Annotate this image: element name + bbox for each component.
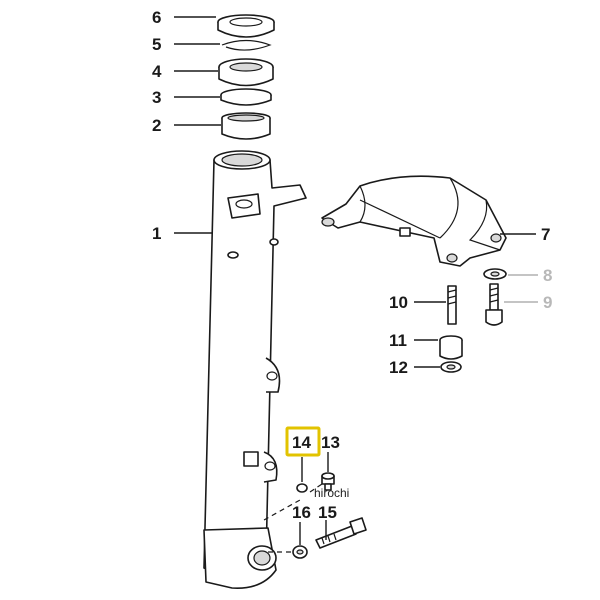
callout-6: 6: [152, 8, 161, 27]
callout-8: 8: [543, 266, 552, 285]
part-12-nut: [440, 361, 462, 373]
part-4-bearing: [218, 58, 274, 87]
callout-7: 7: [541, 225, 550, 244]
part-13-screw: [321, 472, 335, 491]
callout-4: 4: [152, 62, 162, 81]
part-10-spring-pin: [447, 285, 457, 325]
callout-12: 12: [389, 358, 408, 377]
part-9-bolt: [485, 283, 503, 326]
assembly-line-13: [309, 483, 323, 493]
callout-16: 16: [292, 503, 311, 522]
part-14-o-ring: [296, 483, 308, 493]
part-6-dust-cap: [217, 14, 275, 38]
part-7-fork-bridge: [321, 175, 507, 267]
callout-13: 13: [321, 433, 340, 452]
callout-5: 5: [152, 35, 161, 54]
part-8-washer: [483, 268, 507, 280]
part-5-circlip: [221, 39, 272, 51]
part-2-sleeve: [221, 112, 271, 140]
callout-2: 2: [152, 116, 161, 135]
part-15-bolt: [315, 517, 367, 549]
part-1-fork-tube: [203, 150, 307, 589]
callout-10: 10: [389, 293, 408, 312]
callout-3: 3: [152, 88, 161, 107]
callout-9: 9: [543, 293, 552, 312]
part-3-race: [220, 88, 272, 106]
watermark: hirochi: [314, 486, 349, 500]
callout-14: 14: [292, 433, 311, 452]
part-16-washer: [292, 545, 308, 559]
callout-11: 11: [389, 331, 407, 350]
callout-15: 15: [318, 503, 337, 522]
part-11-bush: [439, 335, 463, 360]
assembly-line-14: [263, 499, 301, 521]
callout-1: 1: [152, 224, 161, 243]
highlight-box: [285, 426, 321, 457]
